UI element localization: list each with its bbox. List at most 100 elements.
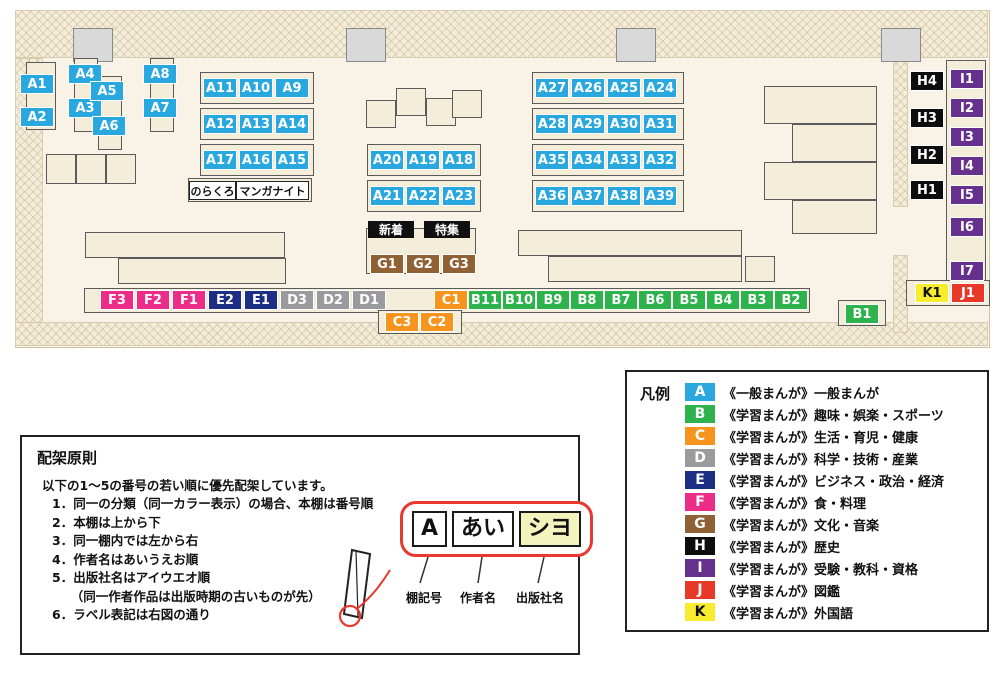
- shelf-block: [548, 256, 742, 282]
- shelf-label-A28: A28: [535, 114, 569, 134]
- label-position-circle: [338, 604, 362, 628]
- shelf-label-G3: G3: [442, 254, 476, 274]
- principles-intro: 以下の1～5の番号の若い順に優先配架しています。: [42, 478, 333, 493]
- shelf-block: [792, 200, 877, 234]
- shelf-label-C3: C3: [385, 312, 419, 332]
- legend-label: 《学習まんが》趣味・娯楽・スポーツ: [723, 408, 944, 424]
- shelf-block: [76, 154, 106, 184]
- shelf-label-A18: A18: [442, 150, 476, 170]
- shelf-label-A6: A6: [92, 116, 126, 136]
- legend-label: 《学習まんが》歴史: [723, 540, 841, 556]
- legend-label: 《学習まんが》外国語: [723, 606, 854, 622]
- shelf-label-I1: I1: [950, 69, 984, 89]
- shelf-label-I4: I4: [950, 156, 984, 176]
- legend-swatch-I: I: [685, 559, 715, 577]
- shelf-label-A26: A26: [571, 78, 605, 98]
- shelf-label-H3: H3: [910, 108, 944, 128]
- shelf-label-A8: A8: [143, 64, 177, 84]
- shelf-label-I5: I5: [950, 185, 984, 205]
- legend-row-A: A《一般まんが》一般まんが: [685, 381, 944, 403]
- shelf-label-A10: A10: [239, 78, 273, 98]
- label-example: A あい シヨ: [400, 501, 594, 557]
- shelf-label-B11: B11: [468, 290, 502, 310]
- legend-swatch-B: B: [685, 405, 715, 423]
- shelf-label-A32: A32: [643, 150, 677, 170]
- legend-label: 《学習まんが》科学・技術・産業: [723, 452, 919, 468]
- legend-swatch-D: D: [685, 449, 715, 467]
- shelf-label-A38: A38: [607, 186, 641, 206]
- shelf-label-I6: I6: [950, 217, 984, 237]
- shelf-label-B7: B7: [604, 290, 638, 310]
- shelf-label-A3: A3: [68, 98, 102, 118]
- shelf-label-B5: B5: [672, 290, 706, 310]
- wall-hatch: [15, 322, 988, 346]
- caption-connector-lines: [419, 556, 545, 584]
- shelf-label-B6: B6: [638, 290, 672, 310]
- shelf-label-G1: G1: [370, 254, 404, 274]
- caption-publisher: 出版社名: [516, 591, 565, 605]
- legend-label: 《学習まんが》文化・音楽: [723, 518, 880, 534]
- map-text-label: 新着: [368, 221, 414, 238]
- shelf-label-A22: A22: [406, 186, 440, 206]
- shelf-label-C1: C1: [434, 290, 468, 310]
- shelf-label-B8: B8: [570, 290, 604, 310]
- pillar: [616, 28, 656, 62]
- shelf-label-A31: A31: [643, 114, 677, 134]
- shelf-label-F2: F2: [136, 290, 170, 310]
- legend-row-K: K 《学習まんが》外国語: [685, 601, 944, 623]
- shelf-label-D3: D3: [280, 290, 314, 310]
- shelf-label-I2: I2: [950, 98, 984, 118]
- shelf-label-K1: K1: [915, 283, 949, 303]
- shelf-label-A13: A13: [239, 114, 273, 134]
- principles-item: （同一作者作品は出版時期の古いものが先）: [52, 588, 321, 604]
- shelf-label-A19: A19: [406, 150, 440, 170]
- shelf-label-D2: D2: [316, 290, 350, 310]
- caption-author: 作者名: [460, 591, 497, 605]
- shelf-label-A34: A34: [571, 150, 605, 170]
- shelf-block: [452, 90, 482, 118]
- shelf-label-A5: A5: [90, 81, 124, 101]
- legend-row-D: D 《学習まんが》科学・技術・産業: [685, 447, 944, 469]
- legend-row-J: J《学習まんが》図鑑: [685, 579, 944, 601]
- shelf-label-A30: A30: [607, 114, 641, 134]
- principles-title: 配架原則: [37, 449, 98, 467]
- shelf-label-A21: A21: [370, 186, 404, 206]
- shelf-label-G2: G2: [406, 254, 440, 274]
- shelf-label-A11: A11: [203, 78, 237, 98]
- wall-hatch: [15, 10, 988, 58]
- legend-row-I: I《学習まんが》受験・教科・資格: [685, 557, 944, 579]
- shelf-label-A29: A29: [571, 114, 605, 134]
- shelf-label-A12: A12: [203, 114, 237, 134]
- shelf-label-A4: A4: [68, 64, 102, 84]
- shelf-block: [792, 124, 877, 162]
- shelf-label-I3: I3: [950, 127, 984, 147]
- label-example-author: あい: [452, 511, 515, 547]
- principles-item: 5．出版社名はアイウエオ順: [52, 570, 211, 585]
- legend-swatch-K: K: [685, 603, 715, 621]
- shelf-label-B4: B4: [706, 290, 740, 310]
- legend-swatch-C: C: [685, 427, 715, 445]
- shelf-block: [46, 154, 76, 184]
- shelf-block: [764, 86, 877, 124]
- legend-label: 《一般まんが》一般まんが: [723, 386, 880, 402]
- shelf-label-F3: F3: [100, 290, 134, 310]
- legend-swatch-J: J: [685, 581, 715, 599]
- shelf-label-A15: A15: [275, 150, 309, 170]
- shelf-block: [85, 232, 285, 258]
- legend-swatch-G: G: [685, 515, 715, 533]
- shelf-label-H2: H2: [910, 145, 944, 165]
- shelf-label-A20: A20: [370, 150, 404, 170]
- legend-swatch-H: H: [685, 537, 715, 555]
- shelf-label-A16: A16: [239, 150, 273, 170]
- shelf-label-A17: A17: [203, 150, 237, 170]
- shelf-label-A23: A23: [442, 186, 476, 206]
- shelf-label-E2: E2: [208, 290, 242, 310]
- shelf-label-A36: A36: [535, 186, 569, 206]
- legend-row-G: G 《学習まんが》文化・音楽: [685, 513, 944, 535]
- label-example-shelf-code: A: [412, 511, 448, 547]
- shelf-label-A24: A24: [643, 78, 677, 98]
- pillar: [73, 28, 113, 62]
- shelf-label-C2: C2: [420, 312, 454, 332]
- shelf-block: [106, 154, 136, 184]
